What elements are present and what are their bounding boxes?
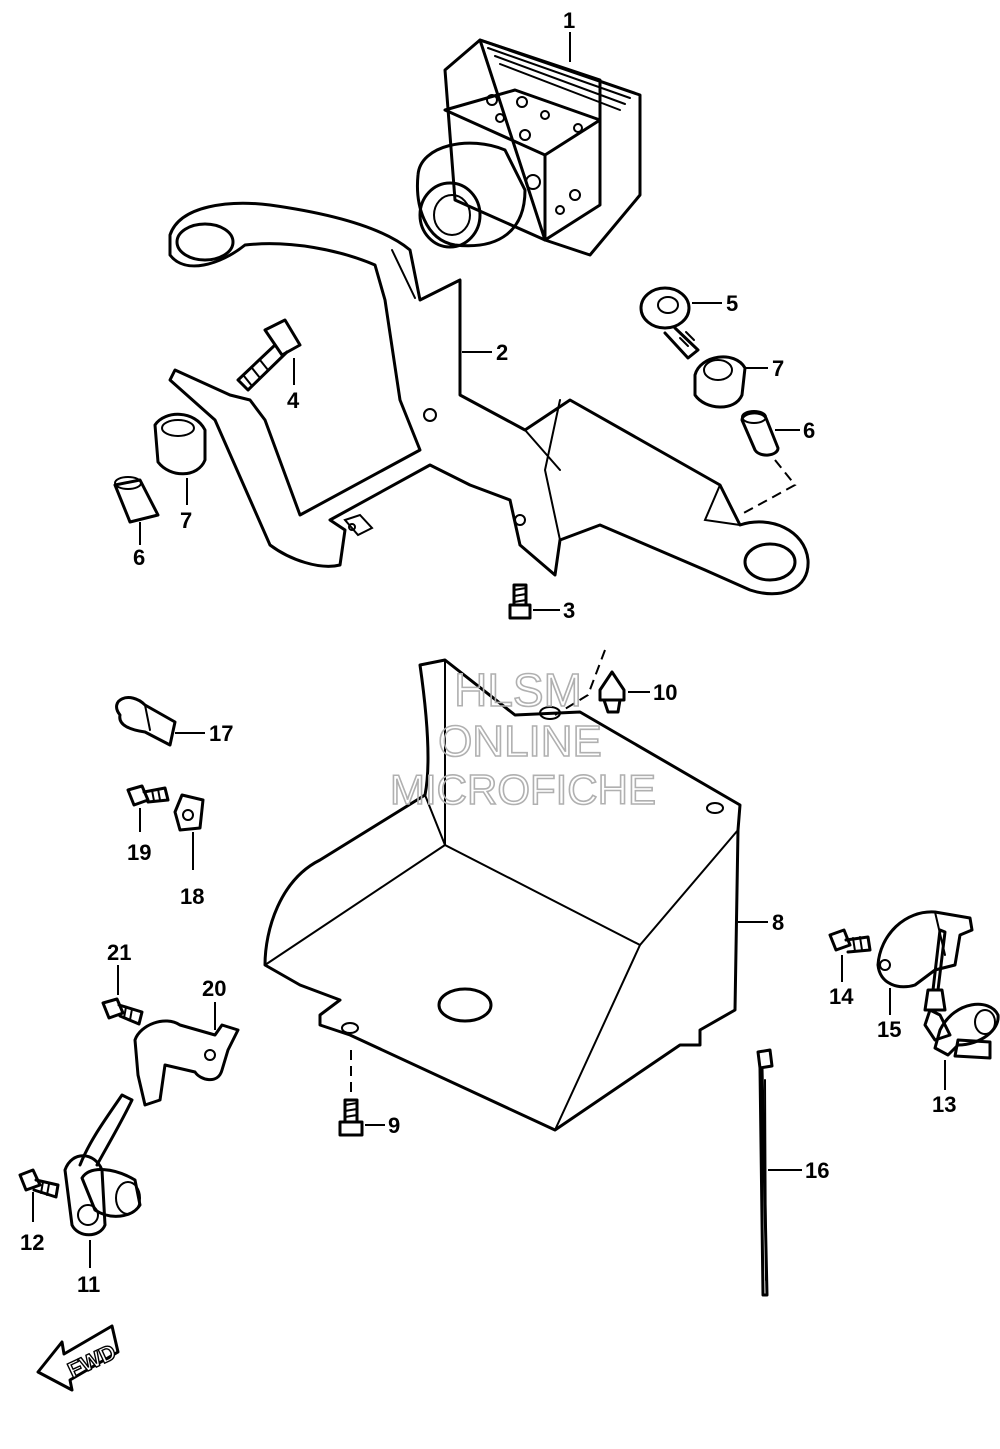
collar-6-left bbox=[113, 476, 160, 524]
watermark-line-3: MICROFICHE bbox=[390, 766, 656, 813]
callout-2: 2 bbox=[496, 340, 508, 365]
tray bbox=[263, 658, 742, 1132]
callout-4: 4 bbox=[287, 388, 300, 413]
callout-17: 17 bbox=[209, 721, 233, 746]
callout-1: 1 bbox=[563, 8, 575, 33]
bolt-3 bbox=[508, 583, 532, 620]
callout-19: 19 bbox=[127, 840, 151, 865]
callout-3: 3 bbox=[563, 598, 575, 623]
bolt-5 bbox=[639, 286, 700, 360]
callout-6b: 6 bbox=[803, 418, 815, 443]
bolt-12 bbox=[18, 1168, 60, 1199]
watermark: HLSM ONLINE MICROFICHE bbox=[389, 663, 657, 814]
wheel-sensor-13 bbox=[923, 928, 1000, 1060]
bracket bbox=[168, 201, 810, 596]
nut-18 bbox=[173, 793, 205, 832]
cable-tie-16 bbox=[756, 1048, 774, 1297]
abs-unit bbox=[415, 38, 642, 257]
callout-11: 11 bbox=[77, 1272, 100, 1297]
callout-6a: 6 bbox=[133, 545, 145, 570]
callout-9: 9 bbox=[388, 1113, 400, 1138]
callout-5: 5 bbox=[726, 291, 738, 316]
callout-15: 15 bbox=[877, 1017, 901, 1042]
callout-18: 18 bbox=[180, 884, 204, 909]
callout-13: 13 bbox=[932, 1092, 956, 1117]
callout-16: 16 bbox=[805, 1158, 829, 1183]
grommet-7-left bbox=[153, 412, 207, 476]
collar-6-right bbox=[740, 410, 780, 457]
fwd-arrow: FWD bbox=[36, 1324, 121, 1392]
watermark-line-1: HLSM bbox=[454, 664, 582, 716]
callout-12: 12 bbox=[20, 1230, 44, 1255]
bolt-19 bbox=[126, 784, 170, 807]
callout-14: 14 bbox=[829, 984, 854, 1009]
callout-21: 21 bbox=[107, 940, 131, 965]
callout-10: 10 bbox=[653, 680, 677, 705]
bracket-20 bbox=[133, 1019, 240, 1107]
speed-sensor-11 bbox=[63, 1093, 142, 1237]
callout-20: 20 bbox=[202, 976, 226, 1001]
grommet-7-right bbox=[693, 355, 747, 409]
clamp-17 bbox=[115, 696, 177, 747]
callout-8: 8 bbox=[772, 910, 784, 935]
sensor-bracket-15 bbox=[876, 910, 974, 989]
bolt-14 bbox=[828, 928, 872, 954]
clip-10 bbox=[598, 670, 626, 714]
bolt-4 bbox=[236, 318, 302, 392]
bolt-21 bbox=[101, 997, 144, 1026]
callout-7b: 7 bbox=[772, 356, 784, 381]
watermark-line-2: ONLINE bbox=[438, 717, 602, 766]
bolt-9 bbox=[338, 1098, 364, 1137]
callout-7a: 7 bbox=[180, 508, 192, 533]
